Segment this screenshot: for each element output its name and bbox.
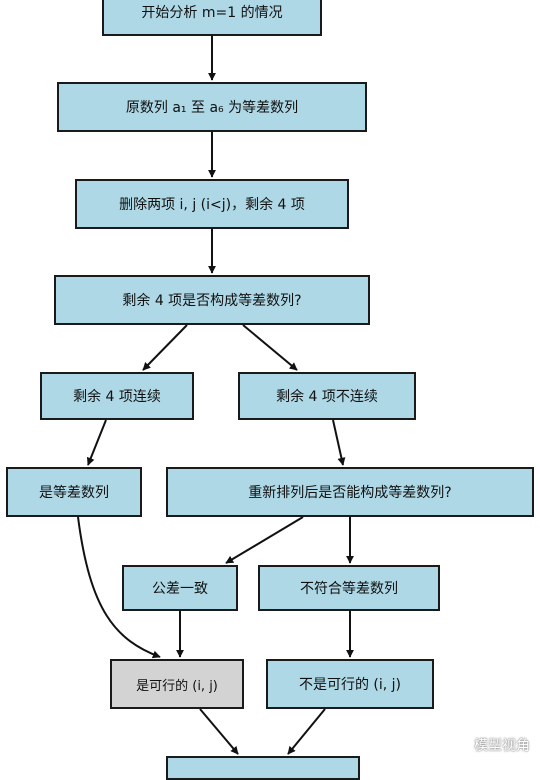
edge-notfeasible-end (287, 708, 326, 755)
node-continuous: 剩余 4 项连续 (40, 372, 194, 420)
edge-notcontinuous-rearrange (332, 419, 346, 466)
node-rearrange: 重新排列后是否能构成等差数列? (166, 467, 534, 517)
node-not-continuous: 剩余 4 项不连续 (238, 372, 416, 420)
node-question: 剩余 4 项是否构成等差数列? (54, 275, 370, 325)
edge-question-continuous (142, 324, 188, 371)
edge-rearrange-samediff (225, 516, 304, 564)
node-not-match: 不符合等差数列 (258, 565, 440, 611)
watermark-text: 模型视角 (474, 738, 530, 754)
node-not-feasible: 不是可行的 (i, j) (266, 659, 434, 709)
node-end (166, 756, 360, 780)
edge-question-notcontinuous (242, 324, 298, 371)
node-same-difference: 公差一致 (122, 565, 238, 611)
node-start: 开始分析 m=1 的情况 (102, 0, 322, 36)
node-feasible: 是可行的 (i, j) (110, 659, 244, 709)
node-sequence: 原数列 a₁ 至 a₆ 为等差数列 (57, 82, 367, 132)
node-delete-two: 删除两项 i, j (i<j)，剩余 4 项 (75, 179, 349, 229)
edge-feasible-end (199, 708, 239, 755)
node-is-arithmetic: 是等差数列 (6, 467, 142, 517)
edge-continuous-isarith (86, 419, 107, 466)
edge-isarith-feasible (77, 516, 161, 659)
